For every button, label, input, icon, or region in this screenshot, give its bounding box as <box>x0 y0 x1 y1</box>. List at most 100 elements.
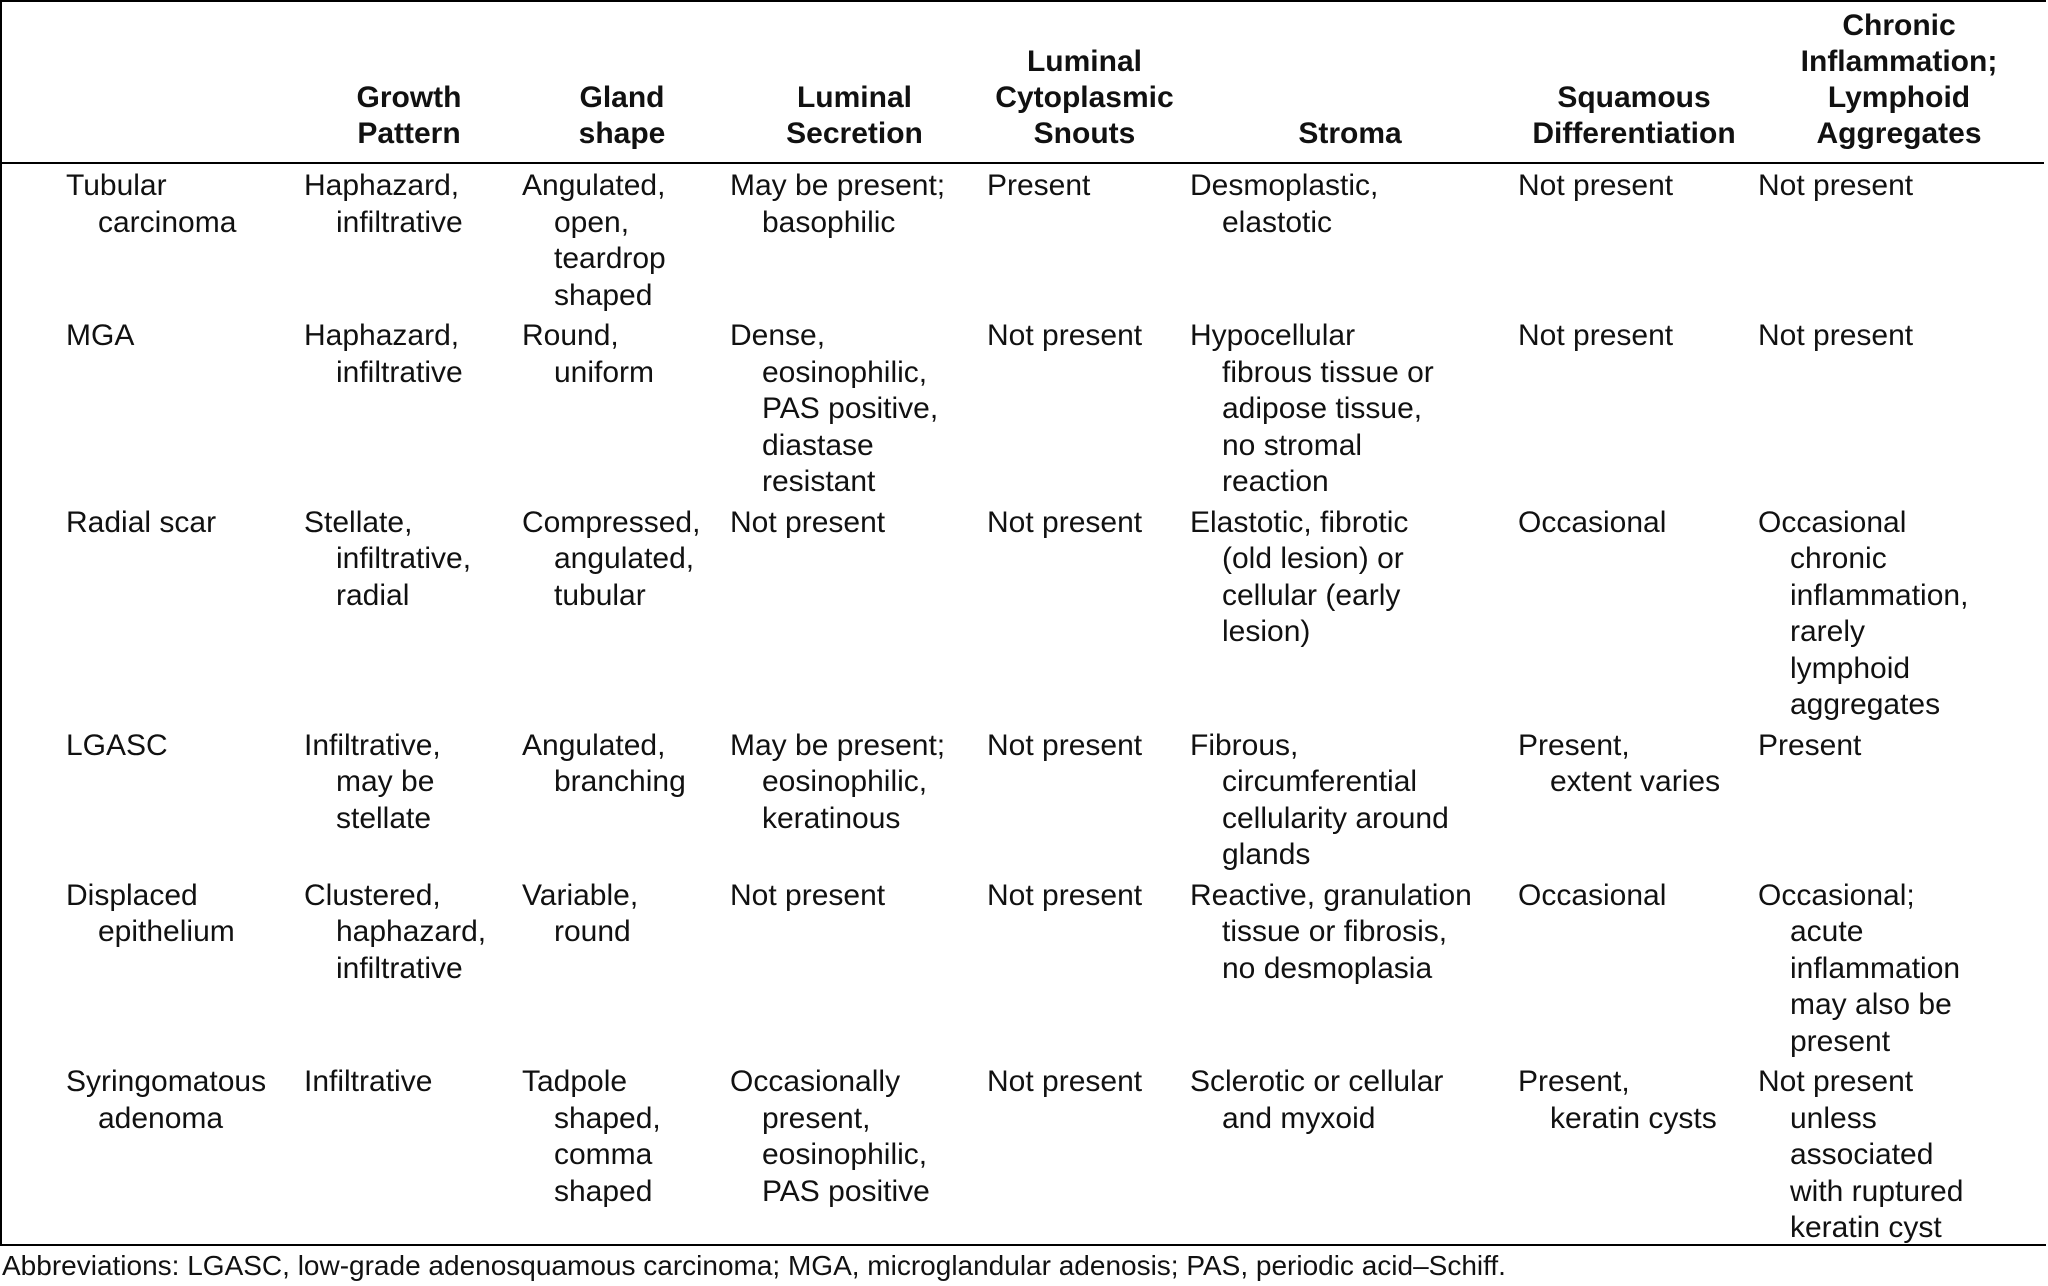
header-line: Inflammation; <box>1800 45 1998 78</box>
cell-line: rarely <box>1790 615 1866 648</box>
table-cell: Not present <box>1514 314 1754 501</box>
header-line: Differentiation <box>1532 117 1736 150</box>
cell-line: chronic <box>1790 542 1887 575</box>
cell-line: Dense, <box>730 319 826 352</box>
table-cell: Dense,eosinophilic,PAS positive,diastase… <box>726 314 983 501</box>
cell-line: comma <box>554 1138 653 1171</box>
cell-line: with ruptured <box>1790 1174 1964 1208</box>
cell-line: shaped <box>554 1174 653 1208</box>
cell-line: Clustered, <box>304 878 441 912</box>
cell-line: Hypocellular <box>1190 319 1356 352</box>
row-label-cell: LGASC <box>0 724 300 874</box>
cell-line: infiltrative <box>336 951 463 985</box>
table-cell: Not present <box>983 501 1186 724</box>
cell-line: tubular <box>554 578 646 612</box>
cell-line: cellular (early <box>1222 578 1401 612</box>
cell-line: Displaced <box>66 878 198 912</box>
cell-line: lesion) <box>1222 615 1311 648</box>
cell-line: adipose tissue, <box>1222 392 1423 425</box>
cell-line: Variable, <box>522 878 639 912</box>
cell-line: Stellate, <box>304 505 413 539</box>
header-line: Aggregates <box>1816 117 1982 150</box>
header-line: Chronic <box>1842 9 1956 42</box>
header-line: Gland <box>579 81 665 114</box>
cell-line: cellularity around <box>1222 801 1449 835</box>
cell-line: (old lesion) or <box>1222 542 1404 575</box>
cell-line: and myxoid <box>1222 1101 1376 1135</box>
cell-line: diastase <box>762 428 874 462</box>
cell-line: unless <box>1790 1101 1877 1135</box>
cell-line: Present <box>987 169 1091 202</box>
header-line: shape <box>578 117 666 150</box>
header-line: Luminal <box>796 81 912 114</box>
cell-line: present <box>1790 1024 1891 1058</box>
abbreviations-footnote: Abbreviations: LGASC, low-grade adenosqu… <box>2 1250 1506 1281</box>
cell-line: Haphazard, <box>304 169 460 202</box>
header-line: Stroma <box>1298 117 1402 150</box>
cell-line: tissue or fibrosis, <box>1222 915 1448 948</box>
cell-line: Compressed, <box>522 505 701 539</box>
cell-line: Occasional <box>1518 878 1667 912</box>
cell-line: Elastotic, fibrotic <box>1190 505 1409 539</box>
cell-line: basophilic <box>762 205 896 239</box>
cell-line: infiltrative <box>336 205 463 239</box>
table-cell: May be present;eosinophilic,keratinous <box>726 724 983 874</box>
cell-line: aggregates <box>1790 688 1941 721</box>
cell-line: LGASC <box>66 728 168 762</box>
header-line: Pattern <box>357 117 461 150</box>
cell-line: MGA <box>66 319 135 352</box>
table-cell: Clustered,haphazard,infiltrative <box>300 874 518 1061</box>
cell-line: uniform <box>554 355 655 389</box>
table-cell: Variable,round <box>518 874 726 1061</box>
cell-line: extent varies <box>1550 765 1721 798</box>
cell-line: May be present; <box>730 728 946 762</box>
table-cell: Angulated,branching <box>518 724 726 874</box>
table-cell: Present <box>1754 724 2044 874</box>
cell-line: Present, <box>1518 728 1630 762</box>
cell-line: adenoma <box>98 1101 224 1135</box>
cell-line: associated <box>1790 1138 1934 1171</box>
cell-line: Occasionally <box>730 1065 901 1098</box>
cell-line: round <box>554 915 631 948</box>
cell-line: Radial scar <box>66 505 217 539</box>
cell-line: branching <box>554 765 686 798</box>
cell-line: may be <box>336 765 435 798</box>
cell-line: Not present <box>987 1065 1143 1098</box>
cell-line: Occasional <box>1758 505 1907 539</box>
cell-line: Not present <box>987 319 1143 352</box>
cell-line: May be present; <box>730 169 946 202</box>
table-cell: Not present <box>983 1060 1186 1247</box>
table-cell: Haphazard,infiltrative <box>300 314 518 501</box>
cell-line: acute <box>1790 915 1864 948</box>
table-cell: Compressed,angulated,tubular <box>518 501 726 724</box>
cell-line: Not present <box>987 505 1143 539</box>
cell-line: Haphazard, <box>304 319 460 352</box>
column-header-0 <box>0 0 300 164</box>
cell-line: Occasional; <box>1758 878 1915 912</box>
table-cell: Not present <box>983 874 1186 1061</box>
cell-line: angulated, <box>554 542 695 575</box>
cell-line: may also be <box>1790 988 1952 1021</box>
table-cell: Not present <box>726 874 983 1061</box>
header-line: Snouts <box>1033 117 1136 150</box>
